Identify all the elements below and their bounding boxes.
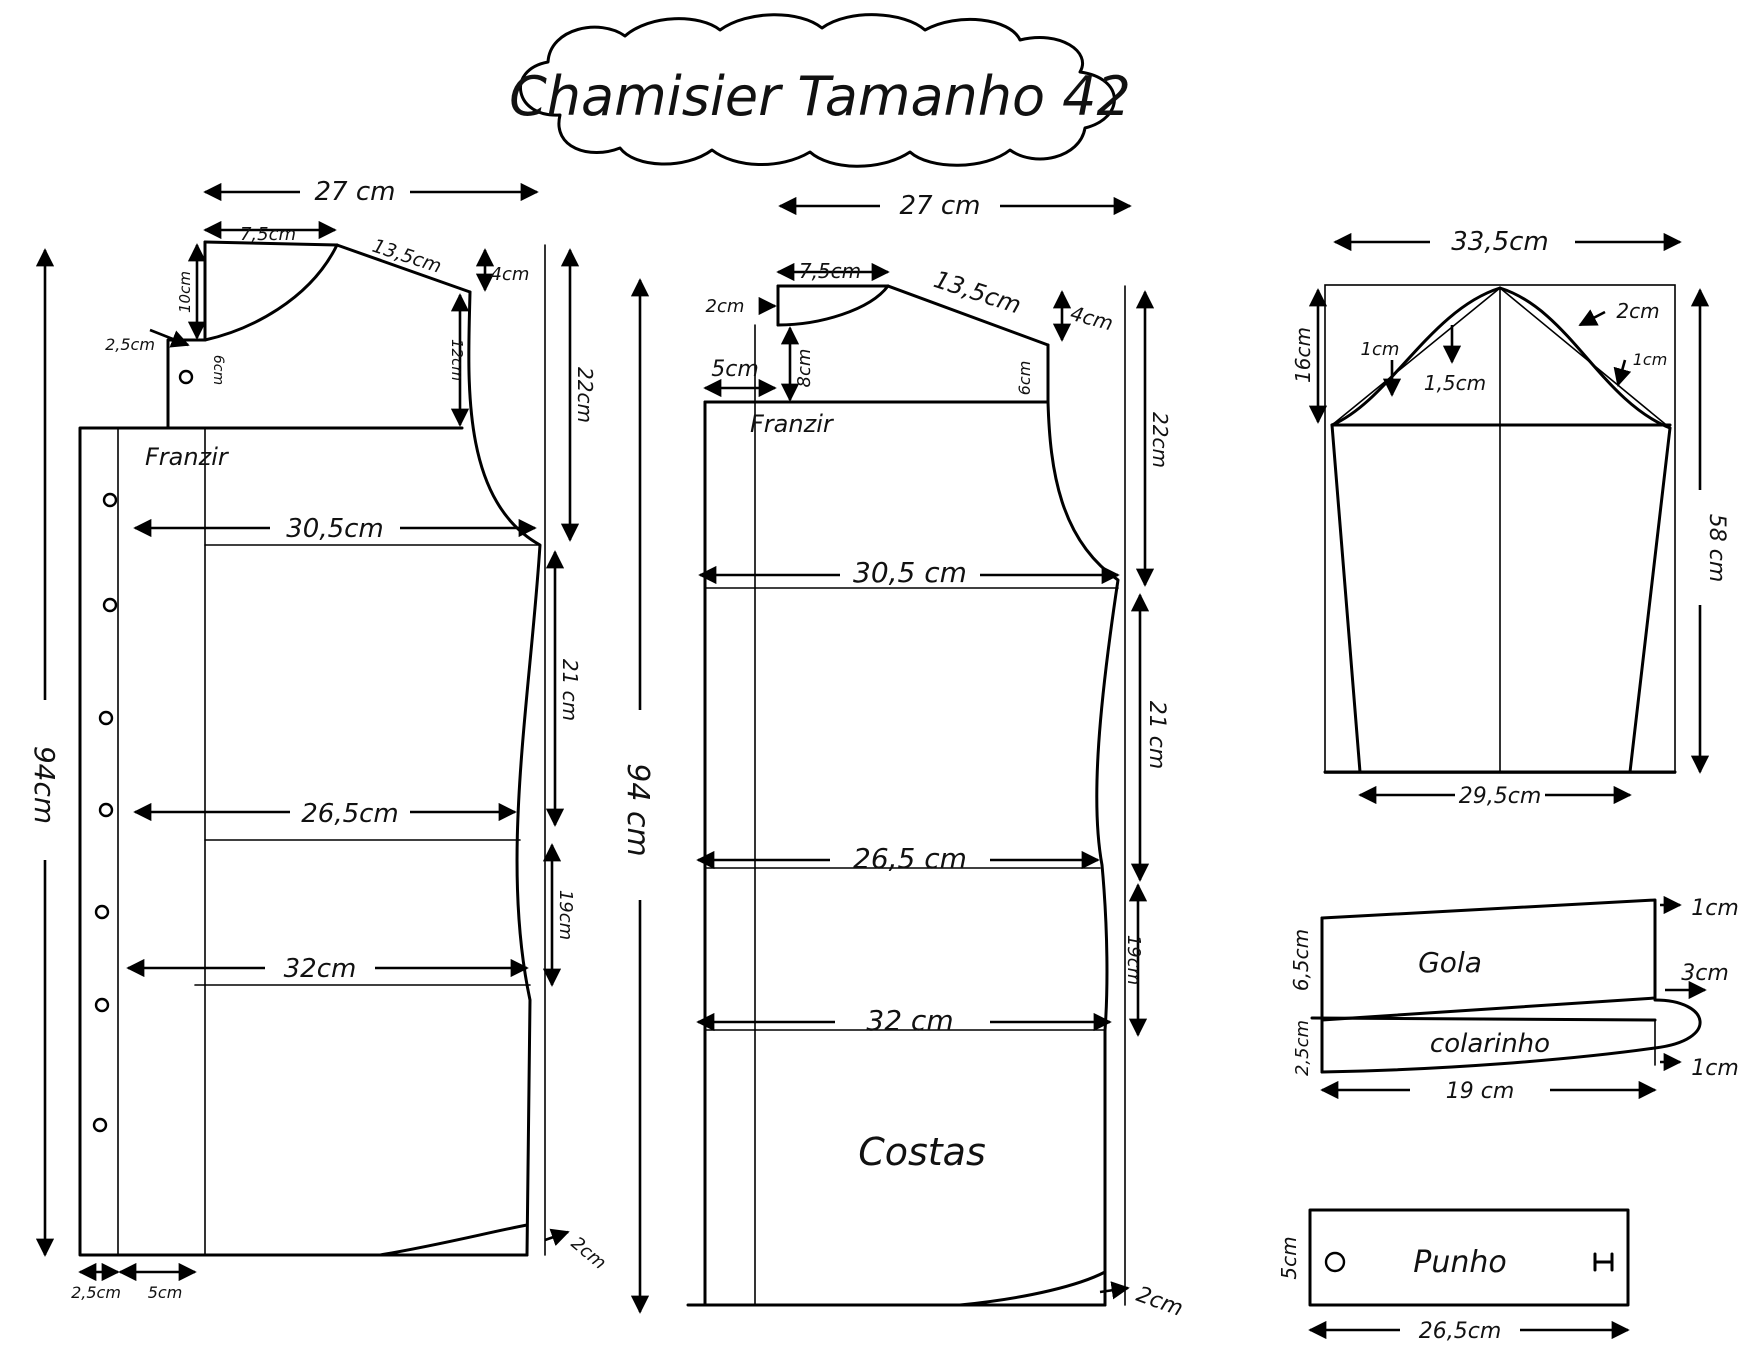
collar-stand-label: colarinho	[1430, 1029, 1550, 1059]
back-shoulder: 13,5cm	[930, 265, 1024, 319]
collar-length: 19 cm	[1446, 1079, 1515, 1104]
front-hip: 32cm	[284, 954, 357, 984]
collar-piece: Gola colarinho 6,5cm 2,5cm 1cm 3cm 1cm 1…	[1289, 895, 1739, 1104]
front-armhole-inner: 12cm	[448, 339, 466, 381]
back-shoulder-drop: 4cm	[1068, 301, 1116, 335]
back-yoke-offset: 5cm	[711, 357, 759, 382]
back-width-top: 27 cm	[900, 191, 981, 221]
sleeve-piece: 33,5cm 16cm 1cm 1,5cm 2cm 1cm 58 cm 29,5…	[1291, 227, 1729, 809]
front-facing-width: 5cm	[148, 1283, 183, 1302]
button	[92, 1117, 108, 1133]
sleeve-curve-out-3: 1cm	[1633, 350, 1668, 369]
front-placket-offset: 2,5cm	[105, 335, 155, 354]
back-waist-to-hip: 19cm	[1123, 935, 1144, 985]
front-bust-to-waist: 21 cm	[558, 659, 582, 721]
back-hem-curve: 2cm	[1133, 1282, 1186, 1322]
back-hip: 32 cm	[866, 1004, 953, 1037]
front-hem-curve: 2cm	[567, 1233, 610, 1274]
back-yoke-depth: 8cm	[794, 349, 815, 388]
sleeve-curve-in: 1,5cm	[1424, 371, 1486, 395]
button	[98, 802, 114, 818]
front-length: 94cm	[28, 746, 61, 824]
back-bust-to-waist: 21 cm	[1144, 701, 1169, 770]
back-length: 94 cm	[620, 763, 655, 856]
title-cloud: Chamisier Tamanho 42	[509, 13, 1131, 168]
front-armhole-depth: 22cm	[573, 367, 597, 423]
page-title: Chamisier Tamanho 42	[509, 65, 1131, 128]
collar-stand-height: 2,5cm	[1292, 1020, 1313, 1076]
button	[94, 904, 110, 920]
collar-rise-bottom: 1cm	[1691, 1056, 1739, 1081]
button	[98, 710, 114, 726]
collar-rise-top: 1cm	[1691, 896, 1739, 921]
front-neck-depth: 10cm	[176, 271, 194, 313]
sleeve-width-top: 33,5cm	[1451, 227, 1549, 257]
button	[178, 369, 194, 385]
cuff-length: 26,5cm	[1419, 1319, 1502, 1344]
cuff-height: 5cm	[1277, 1236, 1301, 1279]
front-waist-to-hip: 19cm	[555, 890, 576, 940]
back-piece-label: Costas	[858, 1130, 986, 1174]
front-waist: 26,5cm	[301, 799, 399, 829]
button	[102, 597, 118, 613]
back-armhole-inner: 6cm	[1015, 361, 1034, 396]
front-neck-width: 7,5cm	[240, 224, 296, 245]
back-armhole-depth: 22cm	[1148, 412, 1172, 468]
collar-label: Gola	[1418, 946, 1482, 979]
sleeve-cuff-width: 29,5cm	[1459, 784, 1542, 809]
sleeve-cap-height: 16cm	[1291, 327, 1315, 383]
button	[94, 997, 110, 1013]
back-gather-label: Franzir	[750, 410, 835, 438]
front-bodice-piece: 27 cm 7,5cm 13,5cm 10cm 4cm 2,5cm 6cm 12…	[28, 177, 610, 1302]
sleeve-length: 58 cm	[1704, 514, 1729, 583]
sleeve-curve-out-1: 1cm	[1361, 339, 1400, 360]
back-bust: 30,5 cm	[853, 556, 967, 589]
back-neck-offset: 2cm	[706, 296, 745, 317]
front-width-top: 27 cm	[315, 177, 396, 207]
collar-height: 6,5cm	[1289, 929, 1313, 991]
back-bodice-piece: 27 cm 7,5cm 13,5cm 2cm 4cm 5cm 8cm 6cm 2…	[620, 191, 1186, 1322]
front-bust: 30,5cm	[286, 514, 384, 544]
button	[102, 492, 118, 508]
front-placket-height: 6cm	[210, 355, 226, 385]
cuff-button	[1324, 1251, 1346, 1273]
front-shoulder-drop: 4cm	[491, 264, 530, 285]
front-placket-width: 2,5cm	[71, 1283, 121, 1302]
sleeve-curve-out-2: 2cm	[1616, 299, 1659, 323]
back-waist: 26,5 cm	[853, 842, 967, 875]
front-shoulder: 13,5cm	[370, 235, 445, 278]
collar-point: 3cm	[1681, 961, 1729, 986]
front-gather-label: Franzir	[145, 443, 230, 471]
cuff-piece: Punho 5cm 26,5cm	[1277, 1208, 1630, 1344]
back-neck-width: 7,5cm	[799, 259, 861, 283]
cuff-label: Punho	[1413, 1245, 1507, 1280]
